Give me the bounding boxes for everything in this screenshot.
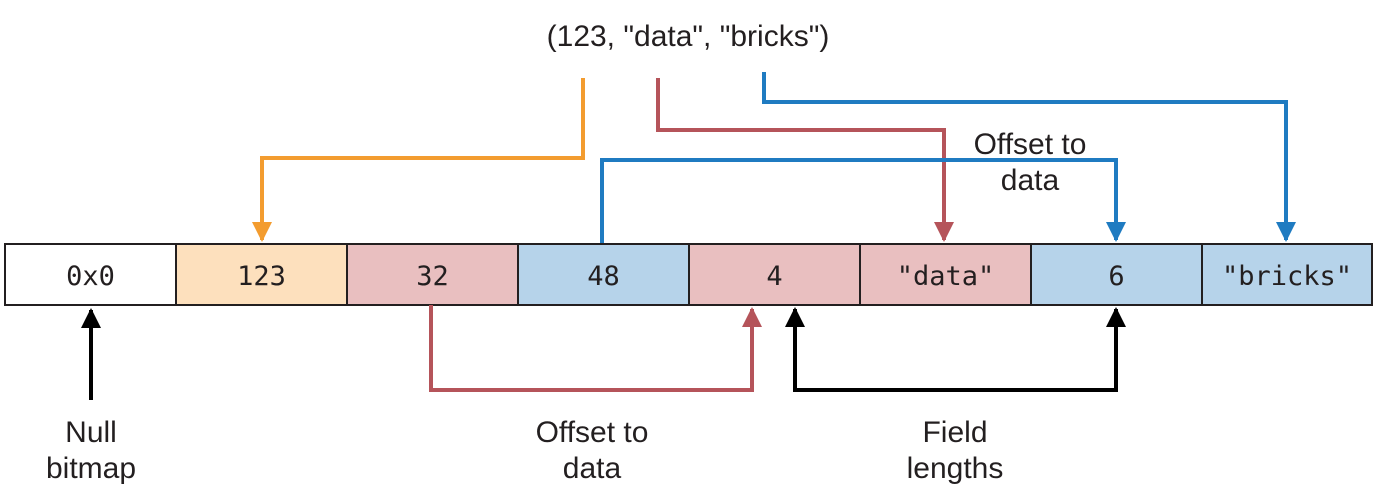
cell-length-4: 4 — [688, 243, 861, 306]
cell-value-123: 123 — [175, 243, 348, 306]
offset-to-data-label-top-line2: data — [1001, 164, 1060, 197]
arrow-offset-32-to-length — [429, 305, 762, 392]
tuple-label: (123, "data", "bricks") — [547, 20, 830, 53]
svg-text:48: 48 — [587, 261, 620, 292]
cell-offset-48: 48 — [517, 243, 690, 306]
arrow-data-to-field — [656, 78, 954, 242]
offset-to-data-label-bottom: Offset to — [536, 416, 649, 449]
cell-offset-32: 32 — [346, 243, 519, 306]
row-cells: 0x0 123 32 48 4 "data" 6 "bricks" — [4, 243, 1373, 306]
svg-text:4: 4 — [766, 261, 782, 292]
cell-data-string: "data" — [859, 243, 1032, 306]
cell-null-bitmap: 0x0 — [4, 243, 177, 306]
field-lengths-bracket — [785, 307, 1126, 392]
field-lengths-label-line2: lengths — [907, 452, 1004, 485]
svg-text:0x0: 0x0 — [66, 261, 115, 292]
svg-text:123: 123 — [237, 261, 286, 292]
null-bitmap-label: Null — [65, 416, 117, 449]
svg-text:32: 32 — [416, 261, 449, 292]
offset-to-data-label-top: Offset to — [974, 128, 1087, 161]
arrow-123-to-field — [252, 78, 585, 242]
svg-text:"data": "data" — [897, 261, 995, 292]
field-lengths-label: Field — [922, 416, 987, 449]
null-bitmap-label-line2: bitmap — [46, 452, 136, 485]
offset-to-data-label-bottom-line2: data — [563, 452, 622, 485]
svg-text:6: 6 — [1108, 261, 1124, 292]
arrow-offset-48-to-length — [600, 158, 1126, 244]
arrow-bricks-to-field — [762, 72, 1296, 242]
cell-bricks-string: "bricks" — [1201, 243, 1373, 306]
svg-text:"bricks": "bricks" — [1222, 261, 1352, 292]
cell-length-6: 6 — [1030, 243, 1203, 306]
